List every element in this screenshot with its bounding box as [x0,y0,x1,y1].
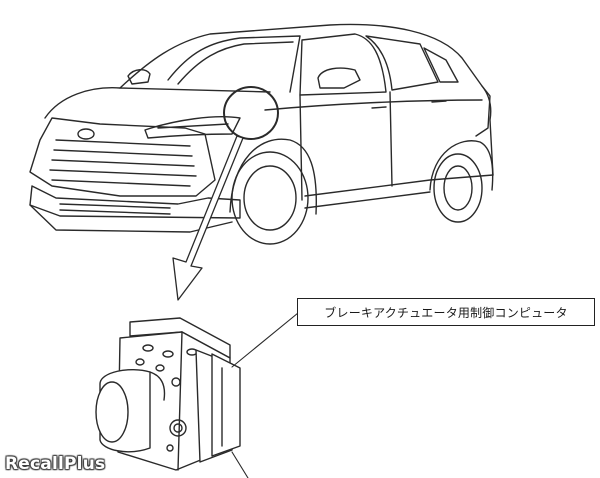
watermark-logo: RecallPlus [5,454,106,474]
part-callout-label: ブレーキアクチュエータ用制御コンピュータ [297,298,595,326]
brake-actuator-unit [95,317,241,471]
label-leader-lines [231,312,299,478]
location-arrow [172,135,244,301]
suv-vehicle-drawing [29,23,494,245]
